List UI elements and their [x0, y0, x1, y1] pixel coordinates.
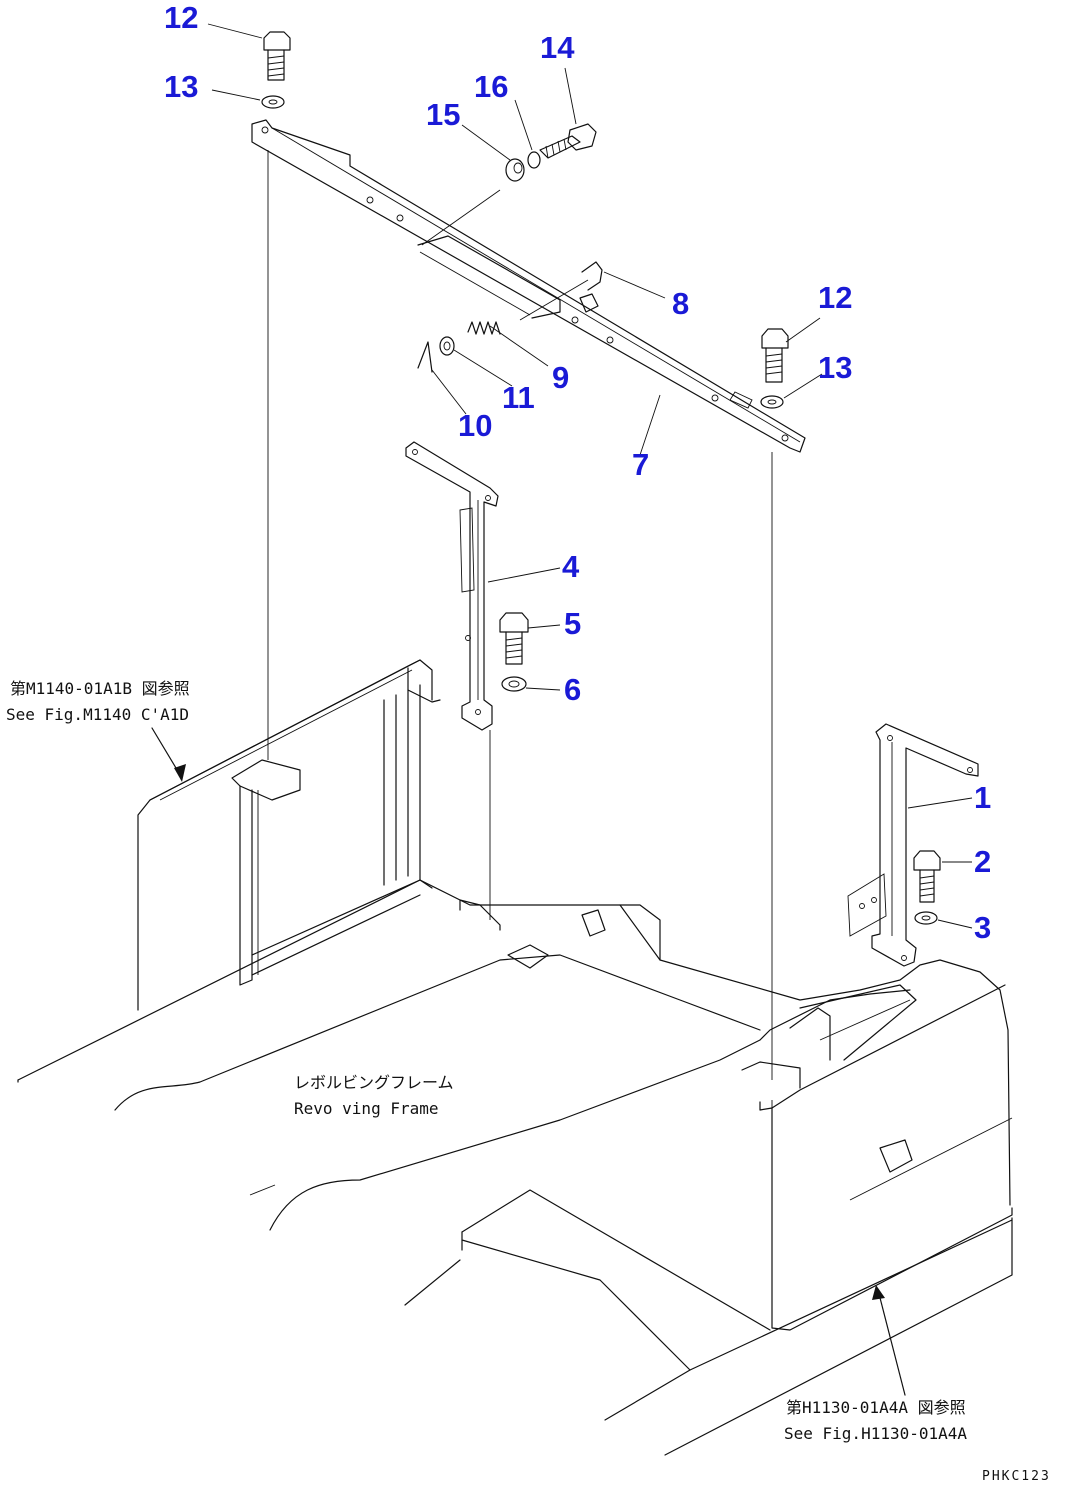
callout-10: 10 [458, 408, 492, 443]
revolving-frame [17, 879, 1013, 1456]
reference-arrow-right [872, 1285, 906, 1396]
callout-4: 4 [562, 549, 580, 584]
washer-part-13-right [760, 395, 784, 409]
callout-15: 15 [426, 97, 460, 132]
washer-part-16 [527, 151, 541, 169]
frame-label-jp: レボルビングフレーム [294, 1073, 454, 1092]
callout-11: 11 [502, 380, 535, 415]
callout-1: 1 [974, 780, 991, 815]
ref-right-en: See Fig.H1130-01A4A [784, 1424, 967, 1443]
latch-bracket-part-8 [579, 261, 603, 313]
callout-16: 16 [474, 69, 508, 104]
bolt-part-14 [539, 123, 597, 159]
bolt-part-5 [499, 612, 529, 665]
reference-notes: 第M1140-01A1B 図参照 See Fig.M1140 C'A1D レボル… [6, 679, 1051, 1484]
callout-9: 9 [552, 360, 569, 395]
frame-label-en: Revo ving Frame [294, 1099, 439, 1118]
bolt-part-2 [913, 850, 941, 903]
alignment-lines [267, 150, 773, 1325]
callout-7: 7 [632, 447, 649, 482]
washer-part-3 [914, 911, 938, 925]
washer-part-13-left [261, 95, 285, 109]
spacer-part-15 [505, 158, 525, 182]
callout-6: 6 [564, 672, 581, 707]
ref-left-en: See Fig.M1140 C'A1D [6, 705, 189, 724]
callout-12-left: 12 [164, 0, 198, 35]
washer-part-6 [501, 676, 527, 692]
callout-12-right: 12 [818, 280, 852, 315]
ref-right-jp: 第H1130-01A4A 図参照 [786, 1398, 966, 1417]
pin-part-10 [417, 341, 433, 373]
callout-14: 14 [540, 30, 575, 65]
washer-part-11 [439, 336, 455, 356]
cross-bar-part-7 [251, 119, 806, 453]
leader-lines [207, 23, 973, 929]
callout-5: 5 [564, 606, 581, 641]
bolt-part-12-right [761, 328, 789, 383]
callout-labels: 12 13 14 15 16 8 12 13 9 11 10 7 4 5 6 1… [164, 0, 991, 945]
drawing-code: PHKC123 [982, 1469, 1051, 1484]
spring-part-9 [467, 321, 501, 335]
callout-3: 3 [974, 910, 991, 945]
callout-2: 2 [974, 844, 991, 879]
vertical-stay-part-1 [847, 723, 979, 967]
reference-arrow-left [151, 727, 186, 782]
callout-13-left: 13 [164, 69, 198, 104]
left-frame-assembly [137, 659, 441, 1011]
vertical-stay-part-4 [405, 441, 499, 731]
ref-left-jp: 第M1140-01A1B 図参照 [10, 679, 190, 698]
callout-13-right: 13 [818, 350, 852, 385]
bolt-part-12-left [263, 31, 291, 81]
callout-8: 8 [672, 286, 689, 321]
